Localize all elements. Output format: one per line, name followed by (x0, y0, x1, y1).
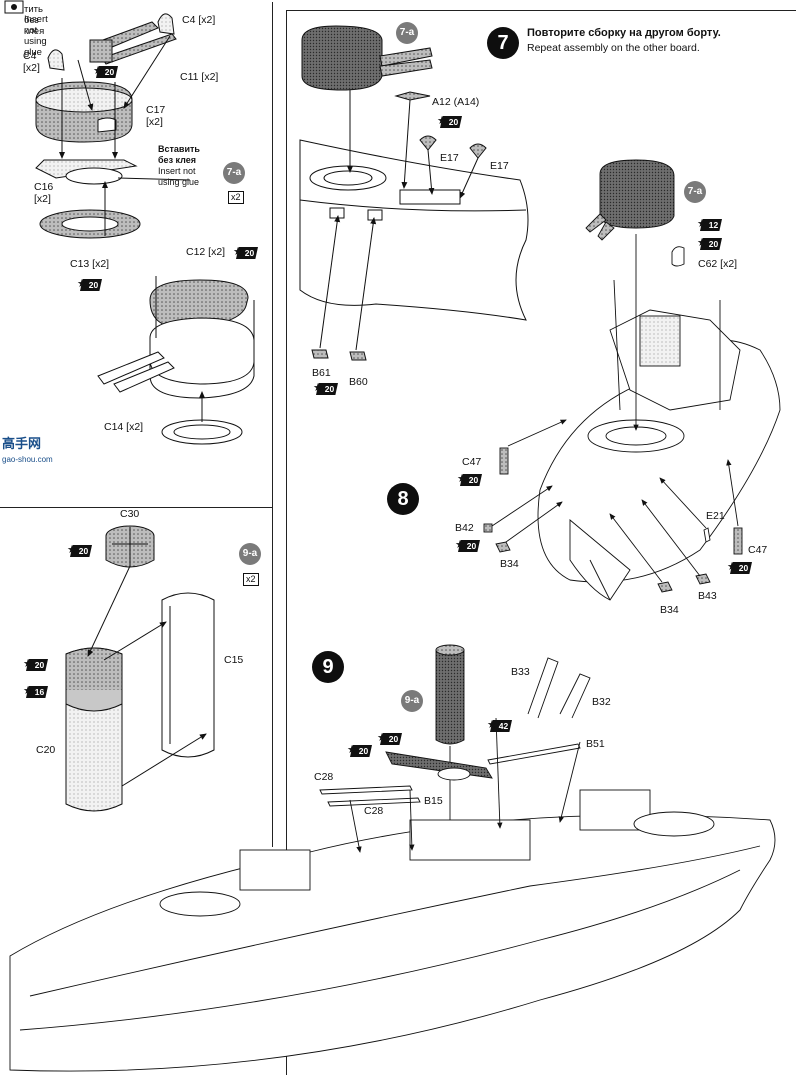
watermark-logo: тить без клея Insert not using glue (4, 0, 48, 58)
label-c20: C20 (36, 744, 56, 756)
turret-assembled-drawing (97, 276, 255, 445)
label-c14: C14 [x2] (104, 421, 144, 433)
paint-code-badge: ★20 (697, 237, 722, 250)
subassembly-7a-multiplier: x2 (228, 191, 244, 204)
label-b34-right: B34 (660, 604, 679, 616)
label-c17: C17 (146, 104, 166, 116)
label-c28-a: C28 (314, 771, 334, 783)
paint-code-badge: ★20 (67, 544, 92, 557)
label-c28-b: C28 (364, 805, 384, 817)
label-c16-qty: [x2] (34, 193, 51, 205)
step9-subassembly-ref: 9-a (401, 690, 423, 712)
label-c4: C4 (23, 50, 37, 62)
label-c30: C30 (120, 508, 140, 520)
label-c4-qty: [x2] (23, 62, 40, 74)
subassembly-7a-badge: 7-a (223, 162, 245, 184)
step-9-number: 9 (312, 651, 344, 683)
label-b15: B15 (424, 795, 443, 807)
step7-hull-drawing (299, 25, 529, 361)
main-panel-left-border (286, 10, 287, 1075)
label-c4-pair: C4 [x2] (182, 14, 216, 26)
left-panel-divider-top (272, 2, 273, 507)
label-b61: B61 (312, 367, 331, 379)
step7-subassembly-ref: 7-a (396, 22, 418, 44)
label-e21: E21 (706, 510, 725, 522)
label-c16: C16 (34, 181, 54, 193)
watermark-icon (4, 0, 24, 14)
left-panel-divider-bottom (272, 507, 273, 847)
watermark-header-en: Insert not using glue (24, 14, 48, 58)
label-b43: B43 (698, 590, 717, 602)
label-b51: B51 (586, 738, 605, 750)
paint-code-badge: ★20 (727, 561, 752, 574)
label-b42: B42 (455, 522, 474, 534)
label-b32: B32 (592, 696, 611, 708)
label-e17-b: E17 (490, 160, 509, 172)
paint-code-badge: ★16 (23, 685, 48, 698)
label-c47-left: C47 (462, 456, 482, 468)
label-a12: A12 (A14) (432, 96, 480, 108)
glue-note-en-2: using glue (158, 177, 200, 187)
glue-note-en-1: Insert not (158, 166, 196, 176)
paint-code-badge: ★42 (487, 719, 512, 732)
step-7-number: 7 (487, 27, 519, 59)
paint-code-badge: ★12 (697, 218, 722, 231)
label-c13: C13 [x2] (70, 258, 110, 270)
paint-code-badge: ★20 (377, 732, 402, 745)
turret-7a-drawing (35, 13, 191, 239)
label-b60: B60 (349, 376, 368, 388)
step9-ship-drawing (9, 644, 776, 1072)
subassembly-9a-multiplier: x2 (243, 573, 259, 586)
subassembly-9a-badge: 9-a (239, 543, 261, 565)
main-panel-top-border (286, 10, 796, 11)
label-c11: C11 [x2] (180, 71, 219, 83)
step8-bow-drawing (483, 159, 781, 601)
watermark-brand: 高手网 (2, 436, 42, 451)
paint-code-badge: ★20 (313, 382, 338, 395)
watermark-header-ru: тить без клея (24, 4, 45, 37)
glue-note-ru-2: без клея (158, 155, 197, 165)
paint-code-badge: ★20 (233, 246, 258, 259)
paint-code-badge: ★20 (457, 473, 482, 486)
left-panel-divider-middle (0, 507, 272, 508)
label-b33: B33 (511, 666, 530, 678)
glue-note-ru-1: Вставить (158, 144, 200, 154)
label-c47-right: C47 (748, 544, 768, 556)
watermark-site: gao-shou.com (2, 455, 53, 464)
paint-code-badge: ★20 (347, 744, 372, 757)
step-8-number: 8 (387, 483, 419, 515)
label-c62: C62 [x2] (698, 258, 738, 270)
funnel-9a-drawing (65, 525, 215, 812)
label-e17-a: E17 (440, 152, 459, 164)
label-c15: C15 (224, 654, 244, 666)
step7-instruction-ru: Повторите сборку на другом борту. (527, 27, 721, 39)
paint-code-badge: ★20 (93, 65, 118, 78)
label-c17-qty: [x2] (146, 116, 163, 128)
paint-code-badge: ★20 (23, 658, 48, 671)
step8-subassembly-ref: 7-a (684, 181, 706, 203)
paint-code-badge: ★20 (455, 539, 480, 552)
label-b34-left: B34 (500, 558, 519, 570)
paint-code-badge: ★20 (77, 278, 102, 291)
step7-instruction-en: Repeat assembly on the other board. (527, 42, 700, 54)
paint-code-badge: ★20 (437, 115, 462, 128)
label-c12: C12 [x2] (186, 246, 226, 258)
